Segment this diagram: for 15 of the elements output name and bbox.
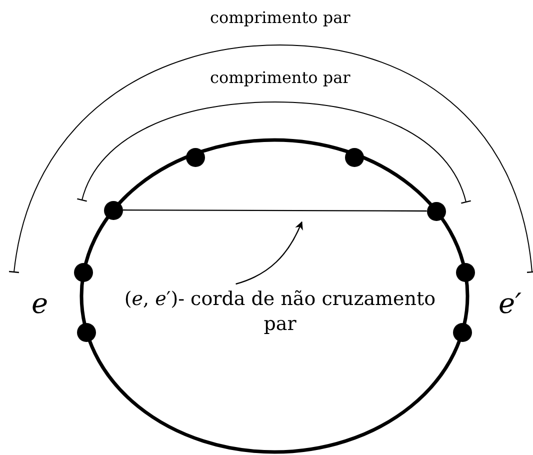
bracket-label: comprimento par: [210, 8, 350, 27]
vertex-dot: [452, 322, 472, 342]
vertex-dot: [74, 262, 94, 282]
chord-caption: (e, e′)- corda de não cruzamento par: [124, 288, 436, 335]
bracket-label: comprimento par: [210, 68, 350, 87]
vertex-dot: [104, 200, 123, 220]
vertex-label: e′: [498, 287, 522, 320]
vertex-dot: [186, 148, 204, 166]
vertex-dot: [456, 262, 475, 282]
vertex-dot: [344, 148, 364, 166]
leader-arrow: [236, 221, 303, 285]
vertex-dot: [77, 322, 96, 342]
vertex-dot: [426, 202, 446, 220]
vertex-label: e: [32, 287, 48, 320]
chord-line: [122, 209, 427, 212]
